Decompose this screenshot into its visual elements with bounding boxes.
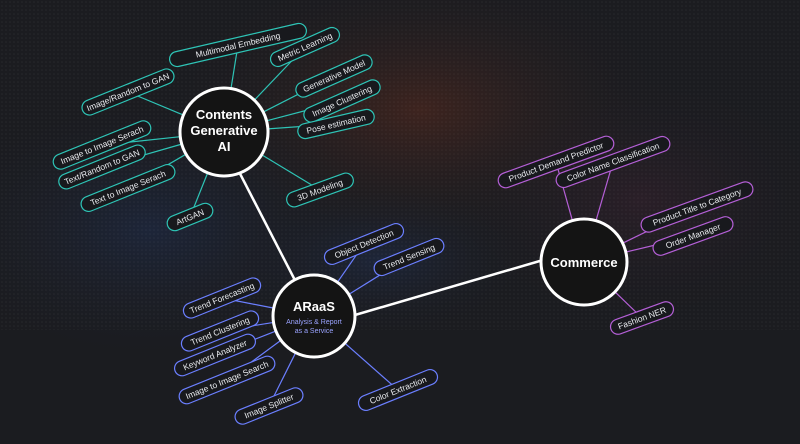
connector-araas-commerce xyxy=(354,256,551,317)
node-pill-outline xyxy=(80,163,176,213)
node-pill-outline xyxy=(323,222,405,266)
hub-contents-ai[interactable]: Contents Generative AI xyxy=(178,86,270,178)
spoke-commerce-0 xyxy=(555,161,573,221)
connector-contents-araas xyxy=(232,161,302,291)
node-pill-outline xyxy=(609,301,675,335)
node-pill-outline xyxy=(303,79,381,123)
hub-araas[interactable]: ARaaS Analysis & Report as a Service xyxy=(271,273,357,359)
hub-araas-subtitle-line-1: Analysis & Report xyxy=(286,319,342,326)
hub-commerce[interactable]: Commerce xyxy=(539,217,629,307)
node-pill-outline xyxy=(297,108,375,140)
hub-contents-ai-line-1: Contents xyxy=(196,107,252,122)
node-pill-outline xyxy=(357,368,439,412)
node-pill-outline xyxy=(652,216,734,256)
spoke-araas-7 xyxy=(344,342,399,391)
node-pill-outline xyxy=(180,310,260,352)
node-contents_ai-artgan[interactable]: ArtGAN xyxy=(165,201,215,233)
node-pill-outline xyxy=(295,54,373,98)
hub-commerce-title: Commerce xyxy=(550,255,617,270)
hub-araas-subtitle-line-2: as a Service xyxy=(295,328,334,335)
node-pill-outline xyxy=(173,333,257,377)
node-pill-outline xyxy=(169,22,307,68)
node-pill-outline xyxy=(58,144,146,190)
spoke-commerce-1 xyxy=(595,161,614,221)
node-pill-outline xyxy=(182,277,262,319)
hub-connectors xyxy=(232,161,551,317)
node-pill-outline xyxy=(555,135,671,189)
hub-contents-ai-line-2: Generative xyxy=(190,123,257,138)
spoke-contents_ai-10 xyxy=(261,154,321,191)
node-pill-outline xyxy=(640,181,754,233)
node-pill-outline xyxy=(234,387,304,425)
node-pill-outline xyxy=(81,68,175,116)
node-pill-outline xyxy=(497,135,615,189)
node-pill-outline xyxy=(269,26,341,68)
node-pill-outline xyxy=(52,120,152,170)
hub-araas-title: ARaaS xyxy=(293,299,335,314)
node-pill-outline xyxy=(286,172,354,208)
node-pill-outline xyxy=(166,202,214,232)
node-pill-outline xyxy=(178,355,276,405)
node-pill-outline xyxy=(373,237,445,277)
hub-contents-ai-line-3: AI xyxy=(218,139,231,154)
